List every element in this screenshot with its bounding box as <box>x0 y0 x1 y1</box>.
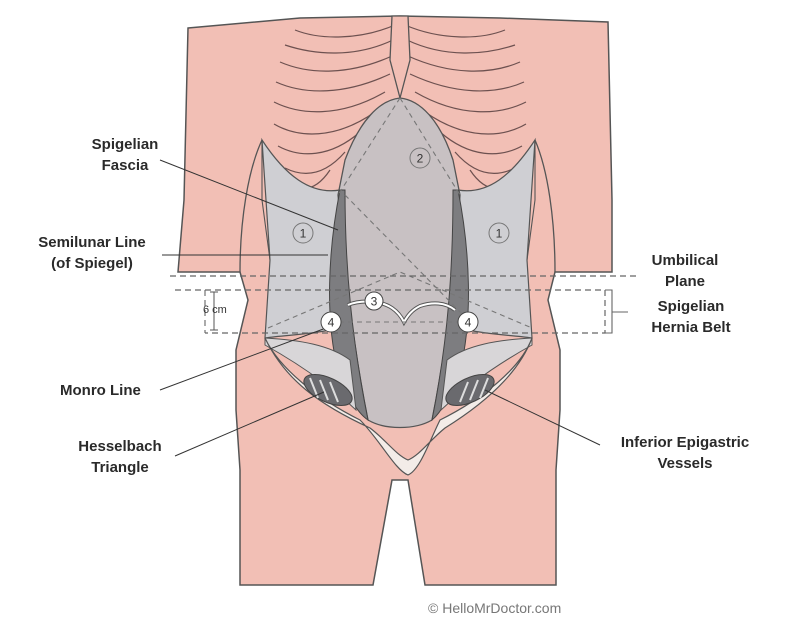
ribs-left <box>273 24 396 190</box>
leader-lines <box>159 159 601 457</box>
svg-text:1: 1 <box>496 227 503 241</box>
region-marker-umbilicus: 3 <box>364 291 384 311</box>
rectus-sheath <box>337 97 461 429</box>
label-spigelian-hernia-belt: Spigelian Hernia Belt <box>651 298 731 336</box>
copyright-credit: © HelloMrDoctor.com <box>428 600 562 616</box>
label-umbilical-plane: Umbilical Plane <box>651 252 719 290</box>
svg-text:3: 3 <box>371 295 378 309</box>
region-marker-upper-center: 2 <box>409 147 431 169</box>
svg-text:1: 1 <box>300 227 307 241</box>
lower-left-fascia <box>264 337 357 412</box>
svg-text:2: 2 <box>417 152 424 166</box>
region-marker-left-lateral: 1 <box>292 222 314 244</box>
region-marker-left-lower: 4 <box>320 311 342 333</box>
inguinal-band <box>264 337 533 476</box>
svg-text:4: 4 <box>465 316 472 330</box>
label-spigelian-fascia: Spigelian Fascia <box>91 136 159 174</box>
six-cm-bracket <box>210 291 218 331</box>
hernia-belt-outline <box>175 289 606 334</box>
label-hesselbach-triangle: Hesselbach Triangle <box>78 438 162 476</box>
sternum <box>389 15 411 101</box>
region-marker-right-lower: 4 <box>457 311 479 333</box>
label-semilunar-line: Semilunar Line (of Spiegel) <box>38 234 146 272</box>
label-six-cm: 6 cm <box>203 304 227 316</box>
right-arm-edge <box>534 139 556 273</box>
belt-bracket <box>605 289 628 334</box>
right-epigastric-vessels <box>445 374 495 406</box>
label-monro-line: Monro Line <box>60 382 141 399</box>
svg-text:4: 4 <box>328 316 335 330</box>
right-arm-gap <box>526 140 536 261</box>
left-epigastric-vessels <box>303 374 353 406</box>
lower-right-fascia <box>440 337 533 412</box>
dashed-guides <box>267 97 533 329</box>
region-marker-right-lateral: 1 <box>488 222 510 244</box>
label-inferior-epigastric-vessels: Inferior Epigastric Vessels <box>620 434 750 472</box>
